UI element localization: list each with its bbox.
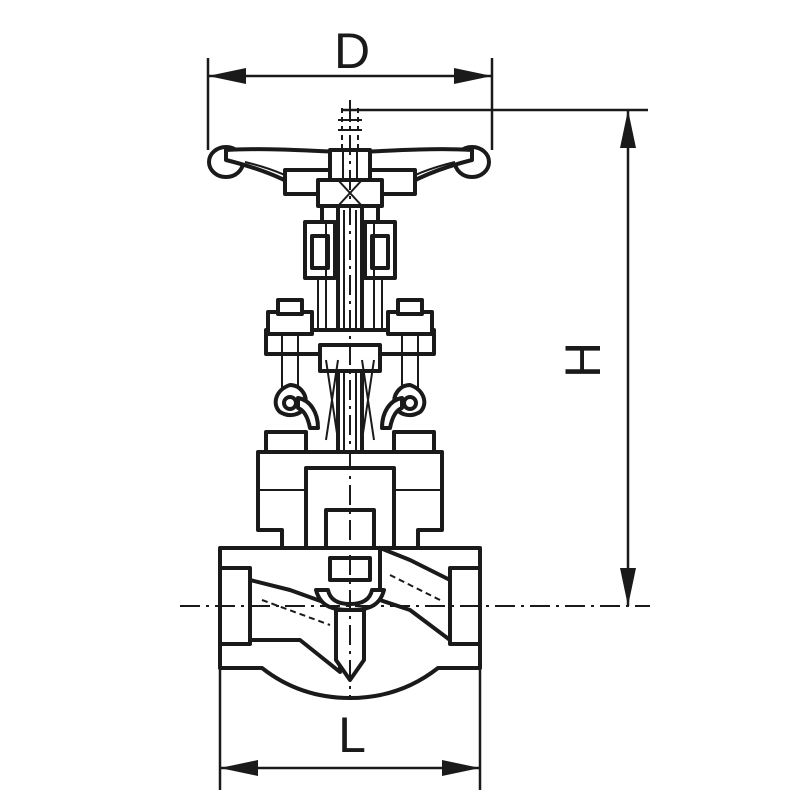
- center-lines: [180, 100, 650, 700]
- dimension-l-label: L: [338, 707, 366, 763]
- dimension-d: [206, 58, 494, 150]
- dimension-d-label: D: [334, 23, 370, 79]
- dimension-l: [218, 668, 482, 790]
- dimension-h-label: H: [555, 342, 611, 378]
- dimension-h: [342, 108, 648, 606]
